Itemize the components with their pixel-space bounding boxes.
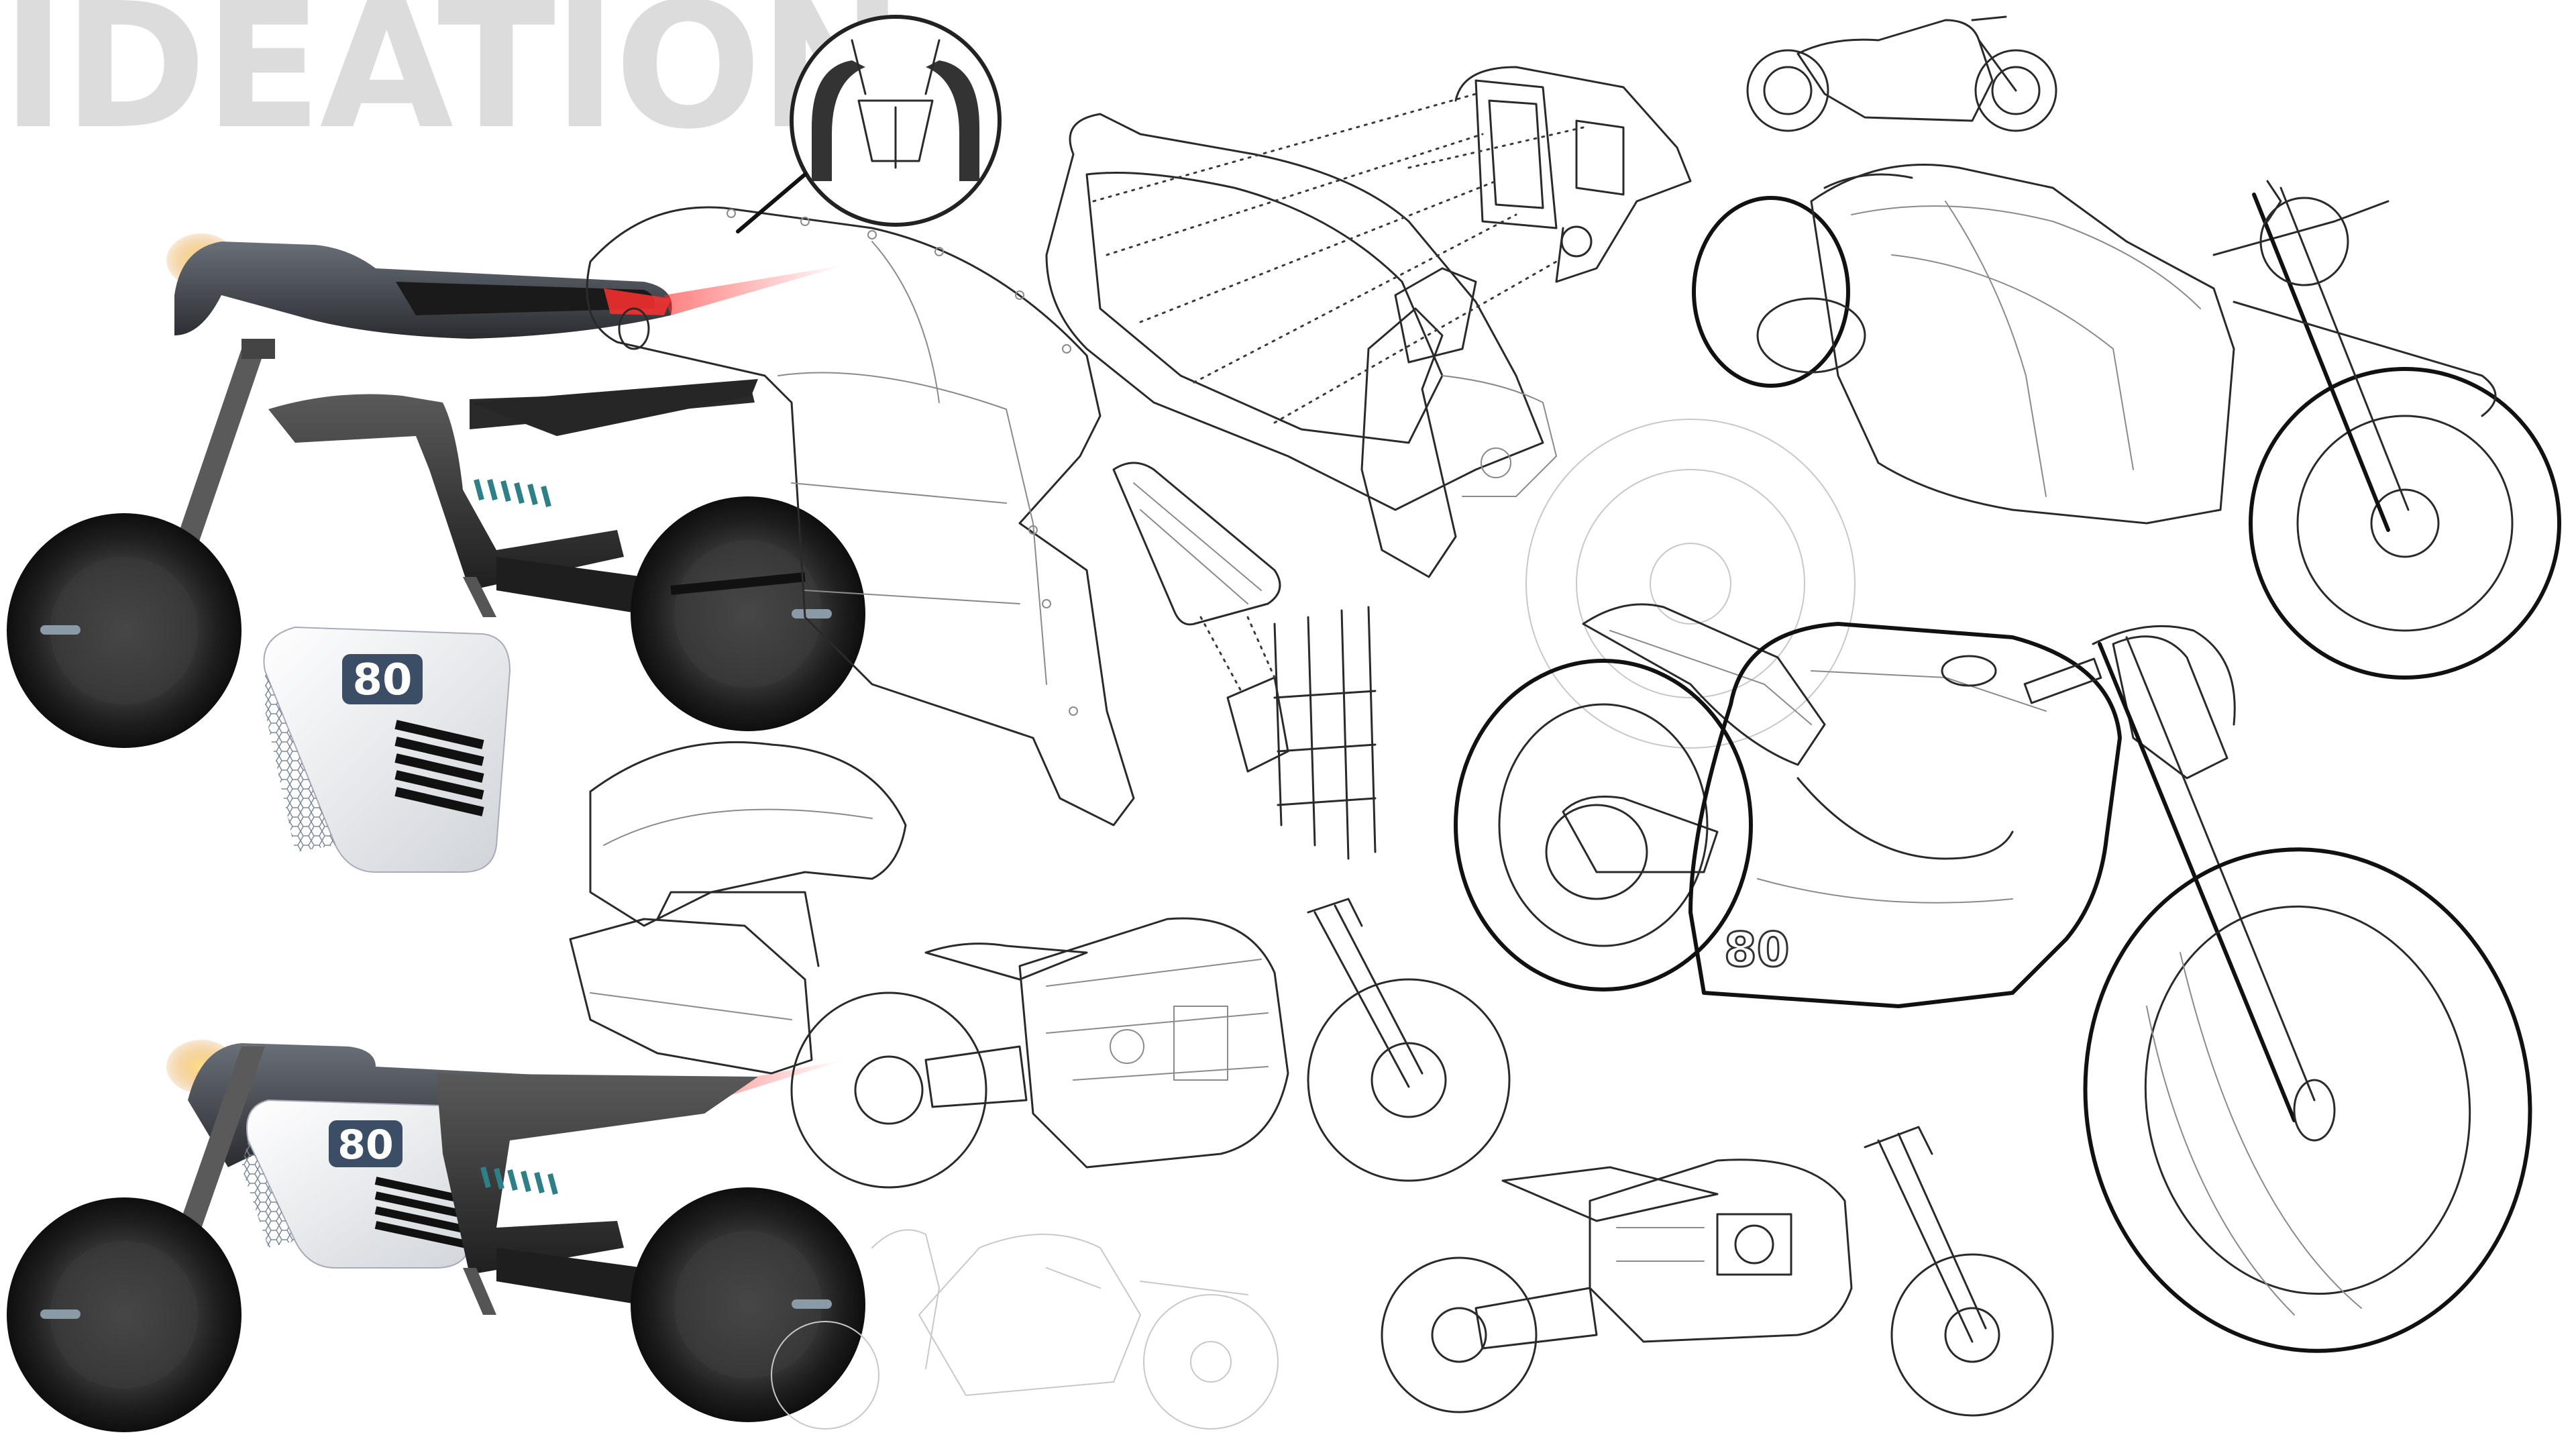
sheet-title: IDEATION bbox=[1, 0, 904, 167]
ghost-wheel bbox=[1525, 419, 1856, 749]
thumbnail-bike-top bbox=[1746, 15, 2057, 132]
large-electric-bike-sketch: 80 bbox=[1454, 603, 2532, 1353]
battery-badge-number: 80 bbox=[352, 655, 412, 705]
sketch-bike-badge-number: 80 bbox=[1724, 922, 1789, 977]
render-bike-bottom: 80 bbox=[7, 1040, 865, 1432]
ghost-bike-bottom bbox=[771, 1229, 1279, 1430]
render-bike-top bbox=[7, 233, 865, 748]
bottom-bike-badge-number: 80 bbox=[337, 1122, 394, 1169]
cafe-racer-sketch bbox=[1692, 164, 2561, 680]
body-panel-sketch bbox=[569, 206, 1135, 1075]
cutaway-bike-bottom bbox=[1381, 1126, 2054, 1417]
seat-bracket-sketch bbox=[1112, 462, 1377, 860]
frame-sketch bbox=[1045, 66, 1692, 578]
battery-cover-module: 80 bbox=[263, 626, 511, 873]
fastener-detail-callout bbox=[736, 15, 1002, 233]
cutaway-bike-sketch bbox=[790, 898, 1511, 1189]
